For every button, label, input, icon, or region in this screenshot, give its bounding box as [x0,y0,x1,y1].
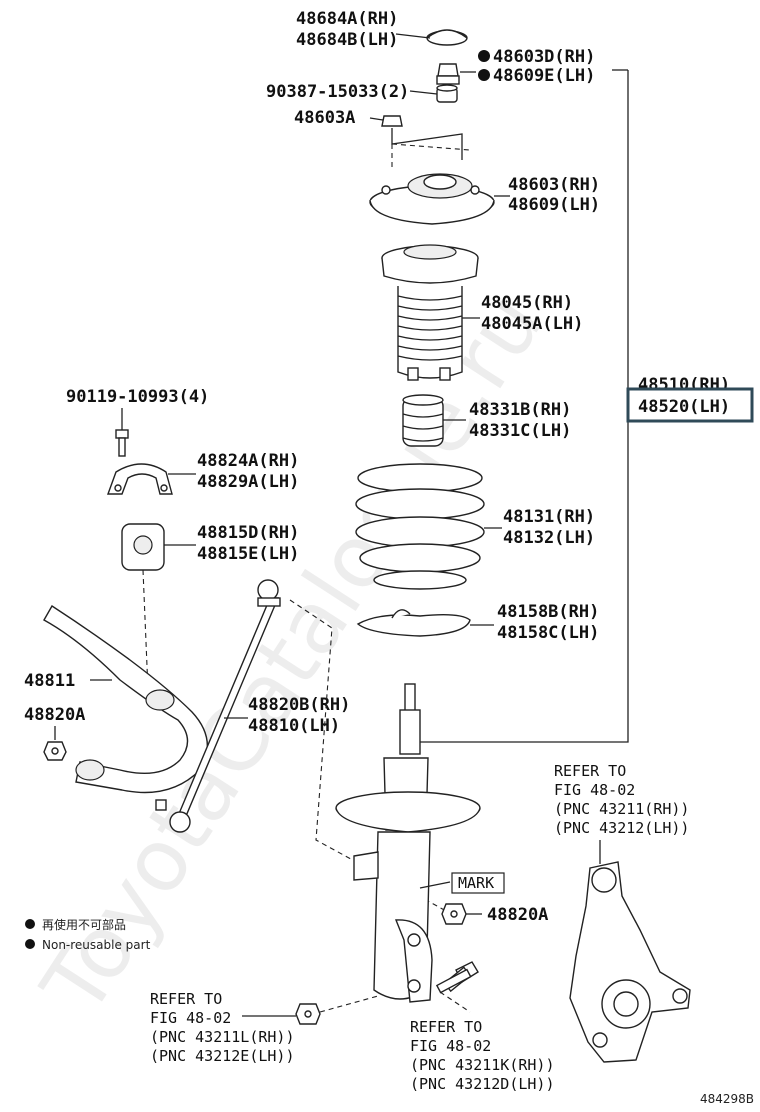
label-48810-lh: 48810(LH) [248,716,340,736]
part-shock-absorber-strut[interactable] [335,683,481,1003]
label-48045a-lh: 48045A(LH) [481,314,583,334]
refer-knuckle-2: FIG 48-02 [554,781,635,799]
refer-knuckle-1: REFER TO [554,762,626,780]
assembly-bracket-line [412,70,629,743]
label-48603-rh: 48603(RH) [508,175,600,195]
refer-bottom-mid-3: (PNC 43211K(RH)) [410,1056,555,1074]
non-reusable-dot-1 [478,50,490,62]
part-90387-bushing[interactable] [436,84,458,103]
non-reusable-dot-2 [478,69,490,81]
label-48609e-lh: 48609E(LH) [493,66,595,86]
part-48820a-nut-right[interactable] [441,903,467,925]
label-48820a-right: 48820A [487,905,548,925]
refer-bottom-left-4: (PNC 43212E(LH)) [150,1047,295,1065]
label-48131-rh: 48131(RH) [503,507,595,527]
part-90119-bolt[interactable] [115,429,129,457]
part-48603-upper-support[interactable] [369,173,495,225]
label-90119: 90119-10993(4) [66,387,209,407]
label-48820b-rh: 48820B(RH) [248,695,350,715]
part-48820b-stabilizer-link[interactable] [155,579,281,833]
refer-bottom-mid-1: REFER TO [410,1018,482,1036]
refer-bottom-mid-2: FIG 48-02 [410,1037,491,1055]
label-48045-rh: 48045(RH) [481,293,573,313]
label-48331b-rh: 48331B(RH) [469,400,571,420]
label-48158c-lh: 48158C(LH) [497,623,599,643]
part-48603a-nut[interactable] [381,115,403,127]
legend-en: Non-reusable part [42,938,151,952]
legend-dot-cn [25,919,35,929]
part-48158-lower-insulator[interactable] [356,609,471,637]
refer-bottom-mid-4: (PNC 43212D(LH)) [410,1075,555,1093]
refer-knuckle-3: (PNC 43211(RH)) [554,800,689,818]
legend-dot-en [25,939,35,949]
part-48331-bump-stopper[interactable] [402,394,444,447]
label-48811: 48811 [24,671,75,691]
diagram-code: 484298B [700,1092,754,1106]
label-48603d-rh: 48603D(RH) [493,47,595,67]
label-48820a-left: 48820A [24,705,85,725]
refer-bottom-left-1: REFER TO [150,990,222,1008]
highlight-box-48520[interactable] [626,387,754,423]
label-48684-rh: 48684A(RH) [296,9,398,29]
part-43211l-nut[interactable] [295,1003,321,1025]
part-48131-coil-spring[interactable] [355,463,485,590]
part-48811-stabilizer-bar[interactable] [43,605,209,794]
refer-bottom-left-3: (PNC 43211L(RH)) [150,1028,295,1046]
label-48824a-rh: 48824A(RH) [197,451,299,471]
label-48815e-lh: 48815E(LH) [197,544,299,564]
part-48603d-nut[interactable] [436,63,460,85]
part-43211k-bolt[interactable] [435,961,479,994]
part-steering-knuckle[interactable] [569,861,691,1063]
mark-label: MARK [458,874,494,892]
label-48829a-lh: 48829A(LH) [197,472,299,492]
label-48609-lh: 48609(LH) [508,195,600,215]
label-48331c-lh: 48331C(LH) [469,421,571,441]
part-48815-stabilizer-bushing[interactable] [121,523,165,571]
label-48520-lh: 48520(LH) [638,397,730,417]
refer-knuckle-4: (PNC 43212(LH)) [554,819,689,837]
label-48603a: 48603A [294,108,355,128]
part-48820a-nut-left[interactable] [43,741,67,761]
label-48132-lh: 48132(LH) [503,528,595,548]
label-48684-lh: 48684B(LH) [296,30,398,50]
part-48824-stabilizer-bracket[interactable] [107,463,173,495]
label-48815d-rh: 48815D(RH) [197,523,299,543]
part-48045-spring-upper-insulator[interactable] [381,244,479,381]
legend-cn: 再使用不可部品 [42,917,126,932]
mark-callout: MARK [419,872,505,894]
label-90387: 90387-15033(2) [266,82,409,102]
label-48158b-rh: 48158B(RH) [497,602,599,622]
part-48684-dust-cap[interactable] [426,29,468,46]
refer-bottom-left-2: FIG 48-02 [150,1009,231,1027]
